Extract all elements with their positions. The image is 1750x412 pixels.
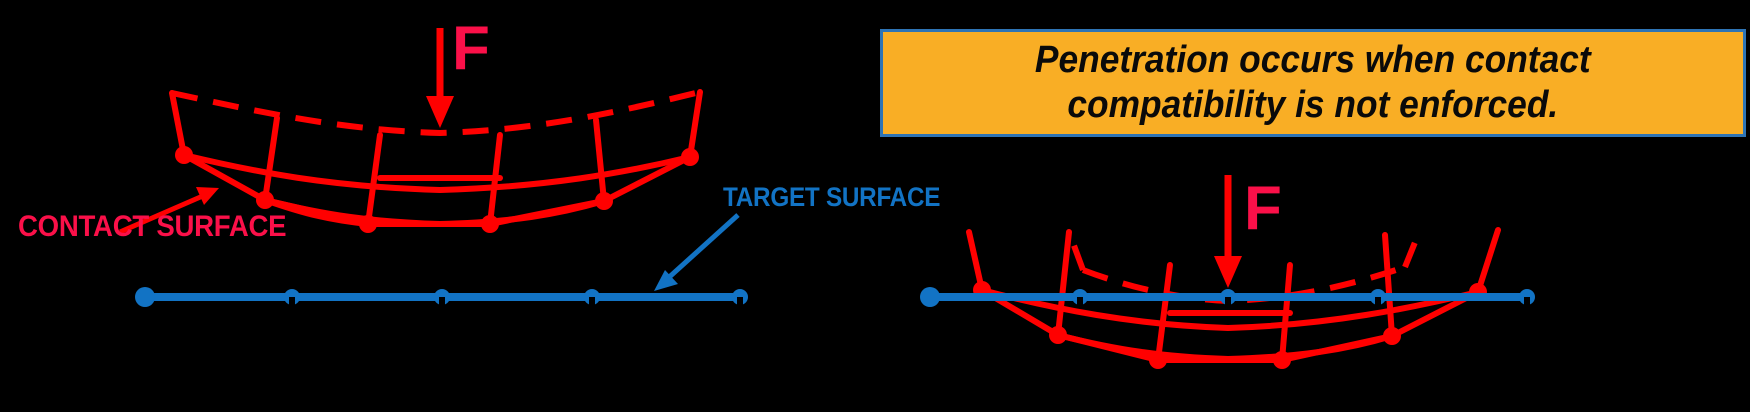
target-surface-label: TARGET SURFACE <box>723 182 941 212</box>
leader-contact-surface <box>119 187 219 235</box>
contact-mesh-left <box>169 89 703 233</box>
penetration-callout-box: Penetration occurs when contact compatib… <box>880 29 1746 137</box>
force-arrow-left <box>426 28 454 128</box>
force-label-left: F <box>452 14 490 83</box>
target-surface-left <box>135 287 748 308</box>
target-surface-right <box>920 287 1535 308</box>
force-label-right: F <box>1244 174 1282 243</box>
callout-line-1: Penetration occurs when contact <box>1035 39 1591 82</box>
contact-surface-label: CONTACT SURFACE <box>18 210 287 243</box>
penetration-callout-text: Penetration occurs when contact compatib… <box>1015 38 1612 128</box>
callout-line-2: compatibility is not enforced. <box>1067 84 1559 126</box>
contact-mesh-right <box>966 227 1501 369</box>
force-arrow-right <box>1214 175 1242 288</box>
leader-target-surface <box>654 213 740 291</box>
